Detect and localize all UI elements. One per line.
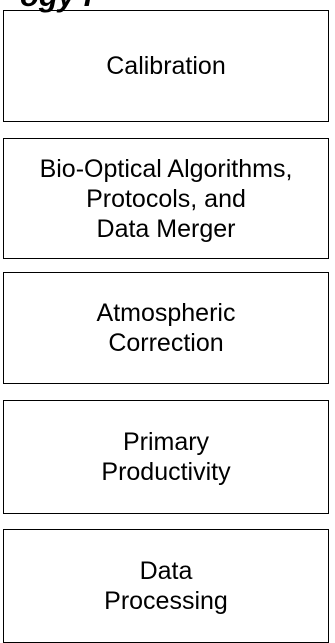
box-label-line: Calibration (106, 52, 226, 80)
box-label-line: Atmospheric (96, 299, 236, 327)
box-label-line: Bio-Optical Algorithms, (39, 154, 293, 183)
box-label-line: Data Merger (96, 214, 236, 243)
box-label-line: Data (139, 557, 193, 585)
box-label-line: Productivity (101, 458, 231, 486)
atmospheric-correction-box: Atmospheric Correction (3, 272, 329, 384)
box-label-line: Processing (104, 587, 228, 615)
bio-optical-algorithms-box: Bio-Optical Algorithms, Protocols, and D… (3, 138, 329, 259)
box-label-line: Correction (108, 329, 224, 357)
header-cutoff-text-container: ogy P (0, 0, 335, 14)
primary-productivity-box: Primary Productivity (3, 400, 329, 514)
box-label-line: Primary (122, 428, 210, 456)
box-label-line: Protocols, and (86, 184, 246, 213)
data-processing-box: Data Processing (3, 529, 329, 643)
header-cutoff-text: ogy P (20, 0, 104, 14)
calibration-box: Calibration (3, 10, 329, 122)
